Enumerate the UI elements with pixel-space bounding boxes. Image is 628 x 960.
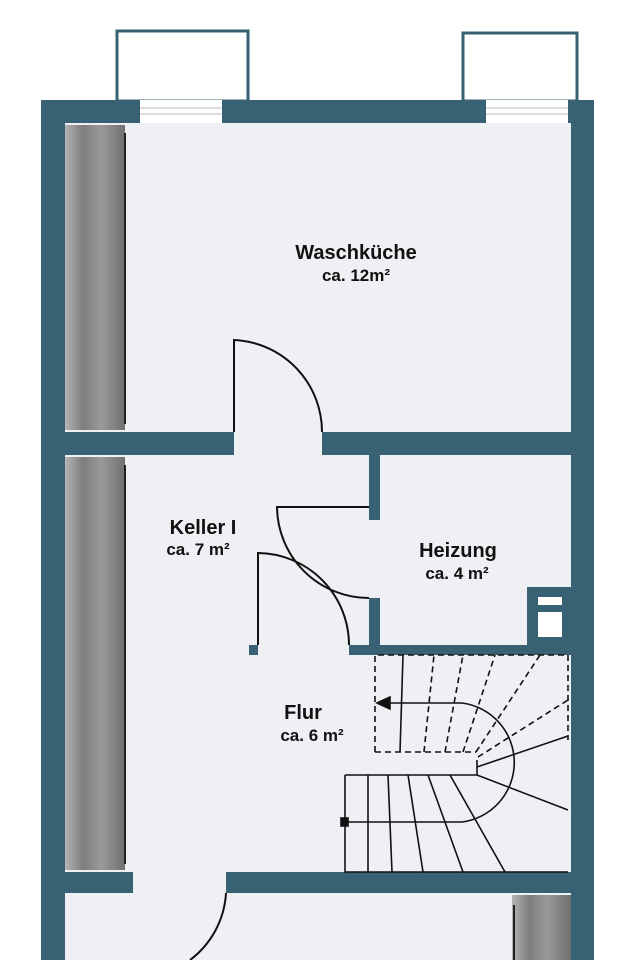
door-bottom	[189, 892, 227, 960]
door-heizung	[275, 506, 370, 599]
closet-waschkueche	[65, 125, 126, 430]
room-name-flur: Flur	[284, 702, 322, 724]
staircase	[340, 654, 569, 873]
room-name-waschkueche: Waschküche	[295, 242, 417, 264]
door-flur	[257, 551, 350, 646]
door-opening-waschkueche	[234, 430, 322, 457]
light-well-right	[461, 31, 579, 103]
heating-unit	[527, 587, 571, 645]
room-flur	[249, 655, 571, 872]
light-well-left	[115, 29, 250, 103]
door-waschkueche	[233, 338, 324, 433]
window-left	[140, 100, 222, 123]
room-area-heizung: ca. 4 m²	[425, 564, 489, 583]
room-area-waschkueche: ca. 12m²	[322, 266, 390, 285]
room-area-keller: ca. 7 m²	[166, 540, 230, 559]
window-right	[486, 100, 568, 123]
room-bottom	[65, 893, 571, 960]
room-name-heizung: Heizung	[419, 540, 497, 562]
closet-keller	[65, 457, 126, 870]
room-waschkueche	[65, 123, 571, 432]
door-opening-keller-flur	[258, 643, 349, 657]
closet-bottom	[512, 895, 571, 960]
room-name-keller: Keller I	[170, 517, 237, 539]
room-area-flur: ca. 6 m²	[280, 726, 344, 745]
door-opening-bottom	[133, 870, 226, 895]
